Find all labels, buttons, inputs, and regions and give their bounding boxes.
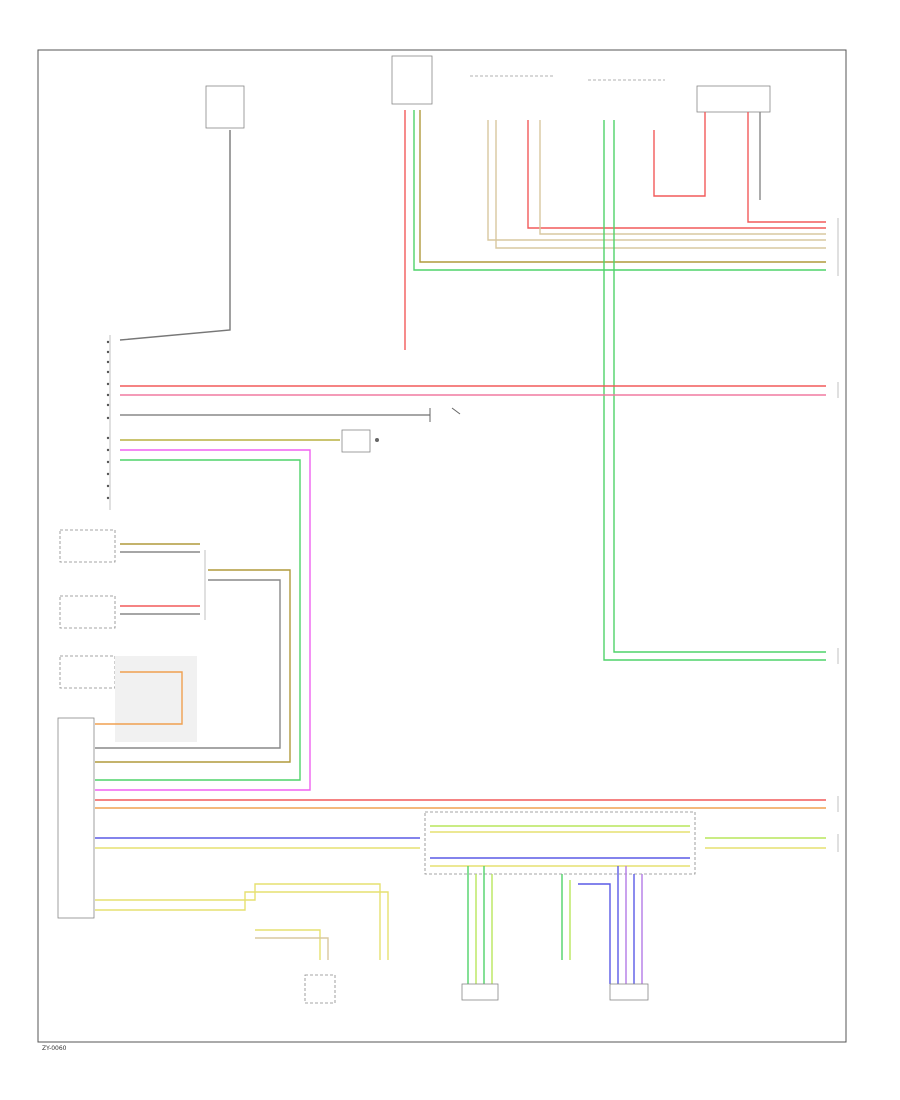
- wire-red-mid: [527, 120, 826, 229]
- connector-bottom-3: [304, 974, 336, 1004]
- wire-green-top: [413, 110, 826, 271]
- wire-red-right: [653, 112, 706, 197]
- junction-box: [424, 811, 696, 875]
- wire-tan-3: [539, 120, 826, 235]
- wire-gray-left: [119, 130, 231, 341]
- wire-green-h5: [95, 459, 301, 781]
- relay-component: [341, 407, 461, 453]
- wire-olive-top: [419, 110, 826, 263]
- footer-code: ZY-0060: [42, 1045, 67, 1052]
- submodule-box-1: [59, 529, 116, 563]
- diagram-frame: [37, 49, 847, 1043]
- wire-tan-2: [495, 120, 826, 249]
- component-box-top-right: [696, 85, 771, 113]
- component-box-top-left: [205, 85, 245, 129]
- left-pin-column: [106, 335, 111, 510]
- wire-green-long-1: [603, 120, 826, 661]
- wire-magenta: [95, 449, 311, 791]
- top-components: [205, 55, 771, 129]
- wire-tan-1: [487, 120, 826, 241]
- connector-bottom-2: [609, 983, 649, 1001]
- submodule-shade: [115, 656, 197, 742]
- submodule-box-3: [59, 655, 116, 689]
- component-box-top-center: [391, 55, 433, 105]
- connector-bottom-1: [461, 983, 499, 1001]
- submodule-box-2: [59, 595, 116, 629]
- top-vertical-wires: [119, 110, 826, 661]
- lower-wires: [95, 811, 826, 984]
- bottom-connectors: [304, 974, 649, 1004]
- lower-module-box: [57, 717, 95, 919]
- wire-green-long-2: [613, 120, 826, 653]
- left-submodules: [57, 529, 291, 919]
- wire-red-right2: [747, 112, 826, 223]
- horizontal-wires: [95, 385, 826, 809]
